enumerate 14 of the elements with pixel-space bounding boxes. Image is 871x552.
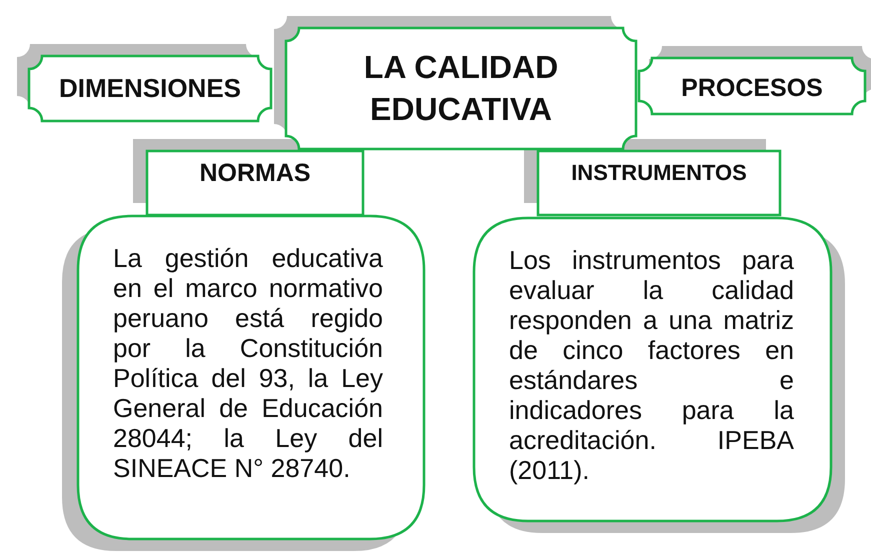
heading-text: DIMENSIONES [58,72,242,105]
body-text: La gestión educativa en el marco normativo peruano está regido por la Constitución Política del 93, la Ley General de Educación 28044; la Ley del SINEACE N° 28740. [113,243,383,483]
title-plaque [285,27,637,150]
text-card [473,217,832,522]
text-card [77,215,425,540]
heading-box [146,150,364,216]
body-text: Los instrumentos para evaluar la calidad responden a una matriz de cinco factores en estándares e indicadores para la acreditación. IPEBA (2011). [509,245,794,485]
heading-text: INSTRUMENTOS [571,158,747,187]
heading-text: PROCESOS [681,72,823,104]
heading-text: LA CALIDAD EDUCATIVA [362,48,560,128]
heading-plaque [638,57,866,115]
heading-box [537,150,781,216]
heading-text: NORMAS [199,158,311,189]
heading-plaque [28,55,272,122]
